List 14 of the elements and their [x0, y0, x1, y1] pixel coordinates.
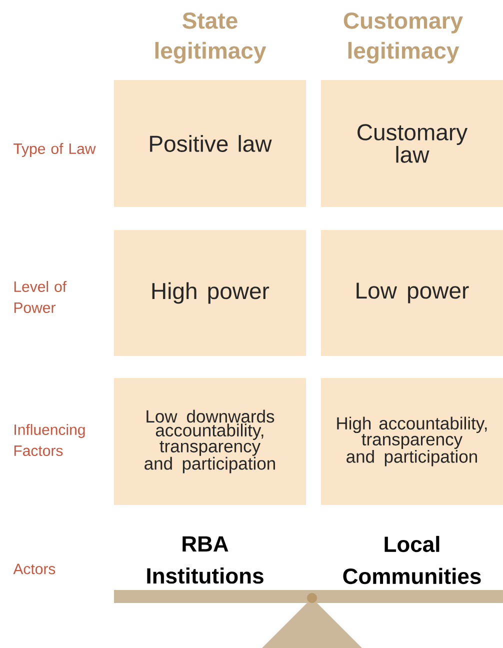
legitimacy-box: Positive law: [114, 80, 306, 207]
actor-label: Local Communities: [343, 536, 481, 584]
column-header: State legitimacy: [155, 12, 266, 64]
row-label: Actors: [13, 564, 56, 574]
legitimacy-box: High power: [114, 230, 306, 356]
legitimacy-box: Low power: [321, 230, 503, 356]
actor-label: RBA Institutions: [147, 536, 264, 584]
legitimacy-box: High accountability, transparency and participation: [321, 378, 503, 505]
row-label: Type of Law: [14, 143, 96, 157]
row-label: Influencing Factors: [14, 424, 85, 456]
row-label: Level of Power: [14, 281, 67, 313]
legitimacy-box: Customary law: [321, 80, 503, 207]
column-header: Customary legitimacy: [344, 12, 463, 64]
legitimacy-box: Low downwards accountability, transparency and participation: [114, 378, 306, 505]
